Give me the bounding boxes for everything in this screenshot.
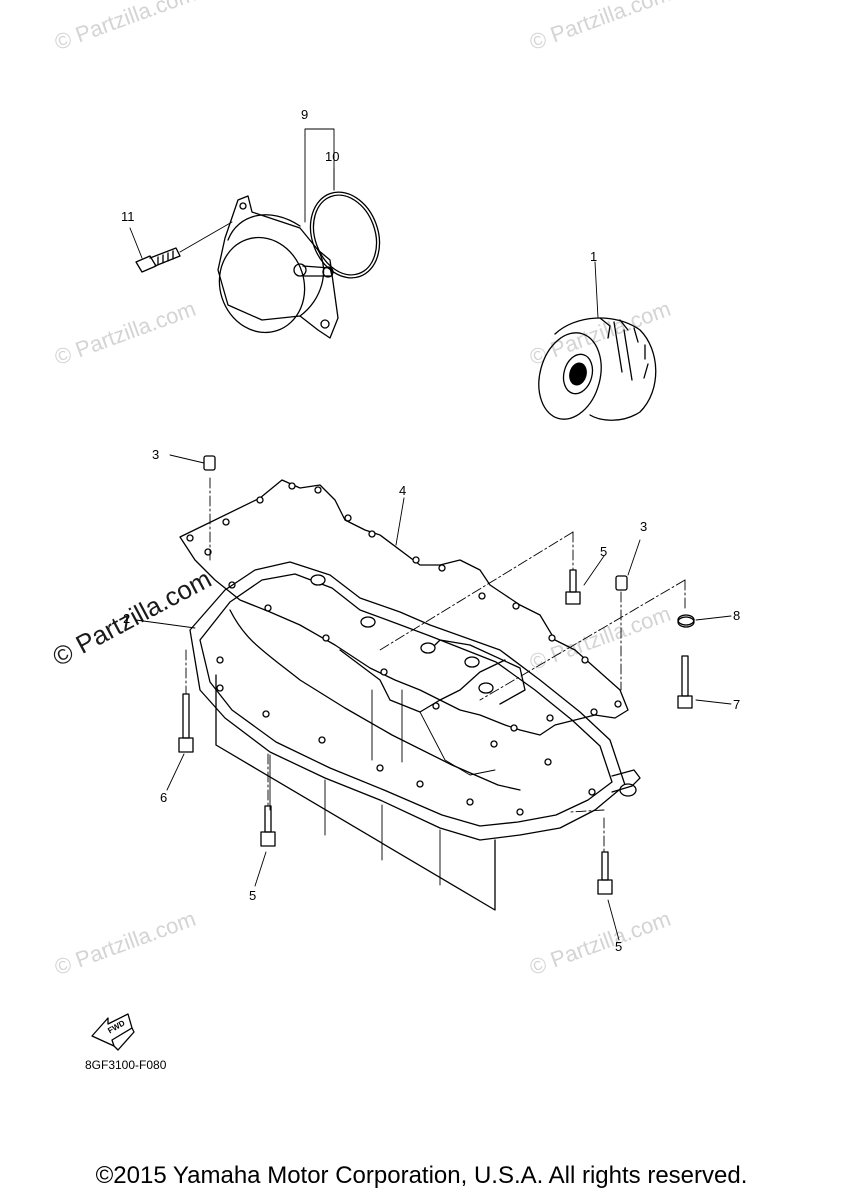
diagram-part-code: 8GF3100-F080 (85, 1058, 167, 1072)
pan-bolt-part (178, 693, 194, 753)
callout-7: 7 (733, 697, 741, 712)
callout-10: 10 (325, 149, 340, 164)
callout-9: 9 (301, 107, 309, 122)
oil-filter-part (538, 317, 657, 421)
cooler-bolt-part (135, 247, 181, 273)
pan-bolt-part (597, 851, 613, 895)
callout-4: 4 (399, 483, 407, 498)
gasket-part (179, 479, 629, 736)
o-ring-part (309, 191, 381, 279)
dowel-pin-part (203, 455, 216, 471)
callout-3: 3 (152, 447, 160, 462)
callout-5: 5 (600, 544, 608, 559)
oil-pan-part (189, 561, 641, 911)
pan-bolt-part (565, 569, 581, 605)
callout-2: 2 (123, 611, 131, 626)
callout-5: 5 (615, 939, 623, 954)
pan-bolt-part (677, 655, 693, 709)
pan-bolt-part (260, 805, 276, 847)
dowel-pin-part (615, 575, 628, 591)
callout-6: 6 (160, 790, 168, 805)
fwd-arrow-icon (91, 1013, 135, 1051)
callout-3: 3 (640, 519, 648, 534)
callout-5: 5 (249, 888, 257, 903)
callout-1: 1 (590, 249, 598, 264)
copyright-notice: ©2015 Yamaha Motor Corporation, U.S.A. A… (95, 1162, 748, 1189)
callout-11: 11 (121, 209, 135, 224)
callout-8: 8 (733, 608, 741, 623)
oil-cooler-part (217, 195, 339, 339)
